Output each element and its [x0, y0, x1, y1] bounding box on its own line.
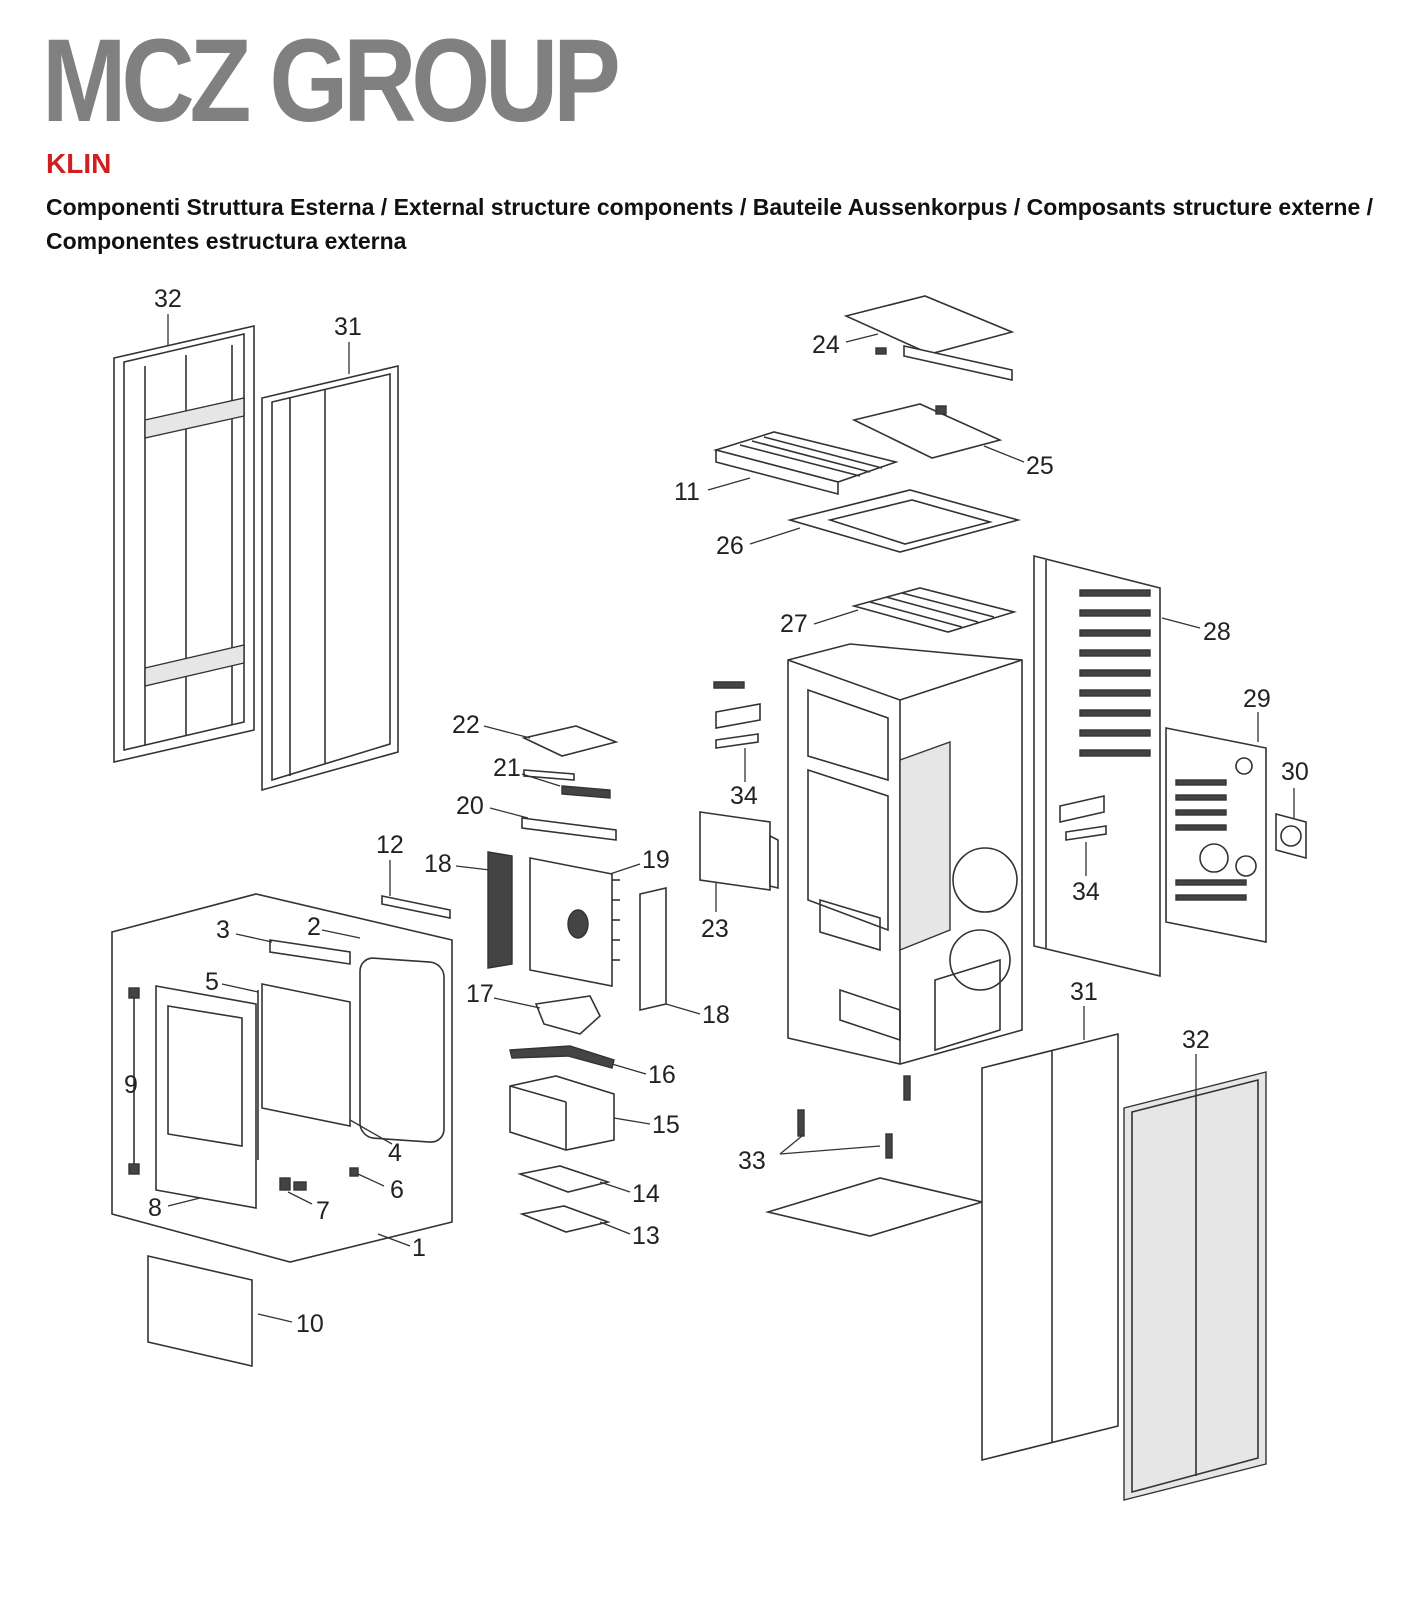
- part-11-top-grille: [713, 431, 899, 496]
- callout-27: 27: [780, 610, 808, 638]
- part-30-flange: [1275, 812, 1307, 860]
- callout-18-left: 18: [424, 850, 452, 878]
- callout-11: 11: [674, 478, 700, 506]
- part-22-21-20-trays: [521, 725, 619, 841]
- part-8-door: [155, 985, 257, 1209]
- callout-3: 3: [216, 916, 230, 944]
- callout-18-right: 18: [702, 1001, 730, 1029]
- part-27-mesh: [850, 587, 1017, 633]
- callout-23: 23: [701, 915, 729, 943]
- callout-9: 9: [124, 1071, 138, 1099]
- part-33-base-screws: [764, 1075, 986, 1237]
- callout-6: 6: [390, 1176, 404, 1204]
- part-4-glass: [261, 983, 351, 1127]
- part-31-right-side-panel: [981, 1032, 1119, 1462]
- callout-31: 31: [334, 313, 362, 341]
- callout-1: 1: [412, 1234, 426, 1262]
- callout-7: 7: [316, 1197, 330, 1225]
- callout-15: 15: [652, 1111, 680, 1139]
- callout-13: 13: [632, 1222, 660, 1250]
- callout-24: 24: [812, 331, 840, 359]
- part-10-lower-panel: [147, 1254, 253, 1368]
- callout-19: 19: [642, 846, 670, 874]
- callout-34-lower: 34: [1072, 878, 1100, 906]
- part-16-gasket: [509, 1045, 615, 1069]
- callout-34-upper: 34: [730, 782, 758, 810]
- callout-29: 29: [1243, 685, 1271, 713]
- main-body-structure: [787, 643, 1023, 1065]
- callout-31-right: 31: [1070, 978, 1098, 1006]
- callout-30: 30: [1281, 758, 1309, 786]
- callout-26: 26: [716, 532, 744, 560]
- callout-20: 20: [456, 792, 484, 820]
- callout-4: 4: [388, 1139, 402, 1167]
- part-13-frame: [519, 1205, 611, 1233]
- callout-12: 12: [376, 831, 404, 859]
- part-1-front-box: [111, 893, 453, 1263]
- part-19-heat-exchanger: [529, 857, 620, 987]
- part-2-gasket: [359, 957, 445, 1143]
- part-3-hinge-bar: [269, 939, 351, 965]
- callout-33: 33: [738, 1147, 766, 1175]
- callout-8: 8: [148, 1194, 162, 1222]
- callout-28: 28: [1203, 618, 1231, 646]
- callout-17: 17: [466, 980, 494, 1008]
- brand-logo: MCZ GROUP: [42, 15, 621, 147]
- part-29-back-plate: [1165, 727, 1267, 943]
- part-23-cover: [699, 811, 779, 891]
- callout-32: 32: [154, 285, 182, 313]
- part-15-ash-drawer: [509, 1075, 615, 1151]
- callout-16: 16: [648, 1061, 676, 1089]
- part-18-right-plate: [639, 886, 667, 1012]
- model-name: KLIN: [46, 148, 112, 179]
- callout-22: 22: [452, 711, 480, 739]
- part-12-bar: [381, 895, 451, 919]
- part-6-7-latch: [279, 1167, 359, 1191]
- part-32-side-frame: [113, 324, 255, 764]
- callout-14: 14: [632, 1180, 660, 1208]
- part-24-top-cover: [843, 295, 1015, 381]
- part-18-side-grille: [487, 851, 513, 969]
- part-26-top-frame: [786, 489, 1022, 553]
- part-28-rear-panel: [1033, 554, 1161, 978]
- part-31-side-panel: [261, 364, 399, 792]
- page-subtitle: Componenti Struttura Esterna / External …: [46, 194, 1374, 254]
- part-17-brazier: [534, 995, 601, 1035]
- part-14-plate: [517, 1165, 611, 1193]
- callout-2: 2: [307, 913, 321, 941]
- callout-5: 5: [205, 968, 219, 996]
- part-32-right-side-panel: [1123, 1071, 1267, 1501]
- part-9-pin: [128, 987, 140, 1175]
- callout-25: 25: [1026, 452, 1054, 480]
- part-25-plate: [851, 403, 1003, 459]
- callout-21: 21: [493, 754, 521, 782]
- callout-32-right: 32: [1182, 1026, 1210, 1054]
- part-34-clips: [713, 681, 1107, 841]
- leader-lines: [167, 314, 1295, 1323]
- callout-10: 10: [296, 1310, 324, 1338]
- callout-labels: 32 31 24 25 11 26 27 28 29 30 22 21 20 3…: [124, 285, 1309, 1338]
